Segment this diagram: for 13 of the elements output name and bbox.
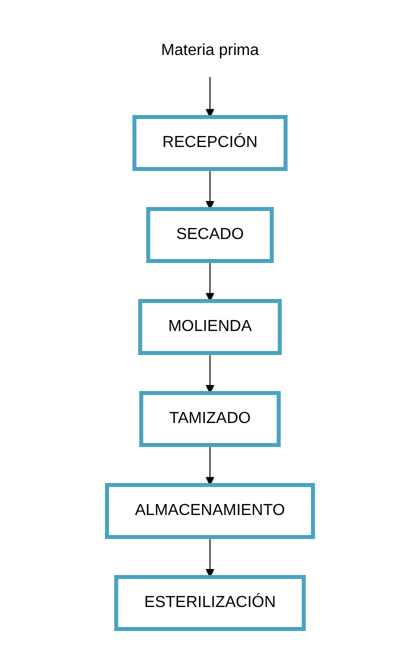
arrow (205, 536, 214, 578)
arrow (205, 444, 214, 486)
arrow (205, 352, 214, 394)
node-box: SECADO (146, 207, 274, 263)
node-box: ALMACENAMIENTO (104, 483, 314, 539)
node-box: RECEPCIÓN (132, 115, 288, 171)
node-box: TAMIZADO (138, 391, 280, 447)
arrow (205, 76, 214, 118)
arrow (205, 260, 214, 302)
arrow (205, 168, 214, 210)
node-text: Materia prima (160, 42, 258, 59)
node-box: MOLIENDA (138, 299, 282, 355)
node-box: ESTERILIZACIÓN (114, 575, 306, 631)
